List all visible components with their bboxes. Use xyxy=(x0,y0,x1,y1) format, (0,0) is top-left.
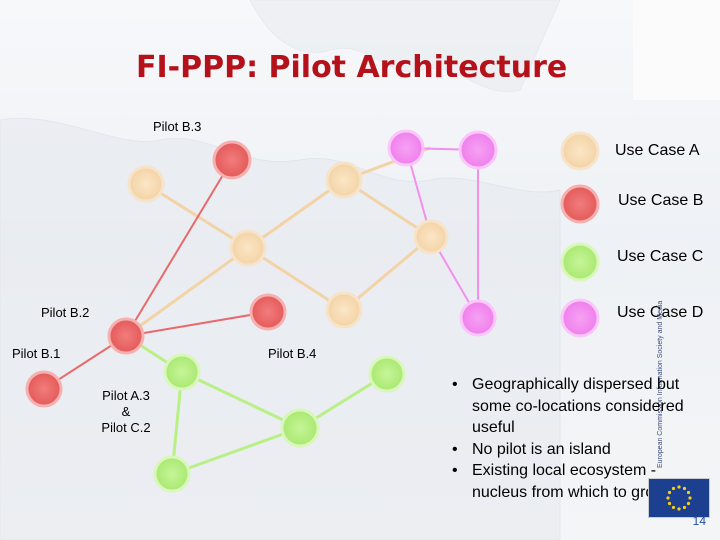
label-pilot-b3: Pilot B.3 xyxy=(153,119,202,134)
use-case-a-nodes xyxy=(127,161,449,329)
legend-swatch-d xyxy=(560,298,600,338)
label-pilot-b4: Pilot B.4 xyxy=(268,346,317,361)
label-ampersand: & xyxy=(121,404,131,419)
page-number: 14 xyxy=(692,514,706,528)
eu-flag-icon xyxy=(648,478,710,518)
legend-swatches xyxy=(560,131,600,338)
bullet-item: No pilot is an island xyxy=(450,439,712,461)
label-pilot-a3-c2: Pilot A.3 & Pilot C.2 xyxy=(92,388,160,436)
legend-swatch-c xyxy=(560,242,600,282)
use-case-b-nodes xyxy=(25,140,287,408)
legend-label-c: Use Case C xyxy=(617,248,704,265)
bullet-item: Existing local ecosystem - nucleus from … xyxy=(450,460,712,503)
use-case-c-nodes xyxy=(153,353,406,493)
legend-swatch-a xyxy=(560,131,600,171)
use-case-d-nodes xyxy=(387,129,498,337)
legend-label-b: Use Case B xyxy=(618,192,704,209)
legend-label-d: Use Case D xyxy=(617,304,704,321)
bullet-item: Geographically dispersed but some co-loc… xyxy=(450,374,712,439)
label-pilot-b2: Pilot B.2 xyxy=(41,305,90,320)
legend-label-a: Use Case A xyxy=(615,142,700,159)
slide-title: FI-PPP: Pilot Architecture xyxy=(136,50,568,85)
label-pilot-b1: Pilot B.1 xyxy=(12,346,61,361)
label-pilot-c2: Pilot C.2 xyxy=(101,420,151,435)
logo-area xyxy=(633,0,720,100)
bullet-list: Geographically dispersed but some co-loc… xyxy=(450,374,712,503)
legend-swatch-b xyxy=(560,184,600,224)
label-pilot-a3: Pilot A.3 xyxy=(102,388,150,403)
